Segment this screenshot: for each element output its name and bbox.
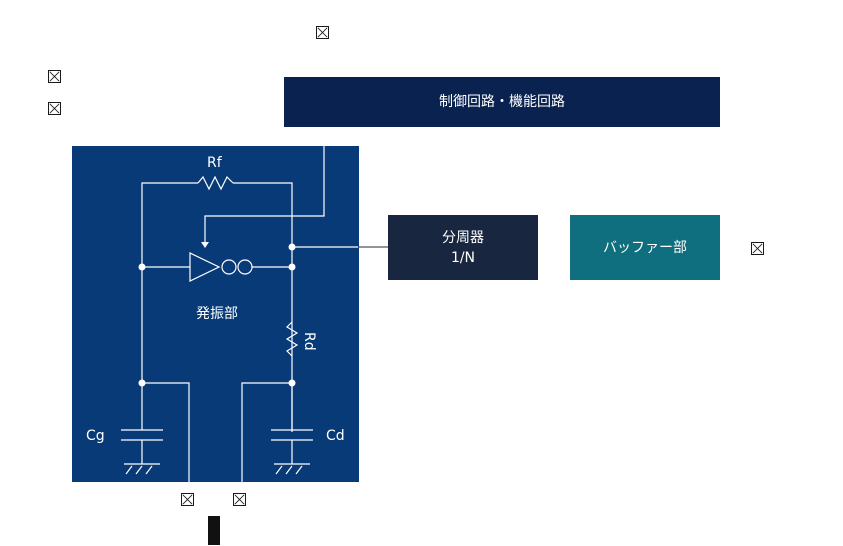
oscillator-label: 発振部 [196,306,238,322]
rd-resistor [285,321,299,357]
buffer-block: バッファー部 [570,215,720,280]
control-signal-wire [204,127,325,242]
junction-dot [138,379,146,387]
junction-dot [288,243,296,251]
broken-image-icon-left1 [48,70,61,83]
broken-image-icon-bottom2 [233,493,246,506]
broken-image-icon-right [751,242,764,255]
connector-bar [208,516,220,545]
rf-resistor [197,175,234,191]
inverter-bubble [221,259,237,275]
inverter-symbol [189,252,221,282]
rf-label: Rf [207,155,223,171]
junction-dot [288,263,296,271]
buffer-label: バッファー部 [603,239,687,256]
broken-image-icon-top [316,26,329,39]
broken-image-icon-bottom1 [181,493,194,506]
control-circuit-label: 制御回路・機能回路 [439,94,565,110]
oscillator-block [72,146,359,482]
divider-label: 分周器 [442,229,484,246]
control-arrow [201,242,209,248]
cg-label: Cg [86,428,105,444]
junction-dot [138,263,146,271]
broken-image-icon-left2 [48,102,61,115]
junction-dot [288,379,296,387]
cd-label: Cd [326,428,345,444]
rd-label: Rd [301,332,317,351]
frequency-divider-block: 分周器 1/N [388,215,538,280]
feedback-wire [141,182,198,407]
divider-ratio-label: 1/N [450,249,476,266]
control-circuit-block: 制御回路・機能回路 [284,77,720,127]
